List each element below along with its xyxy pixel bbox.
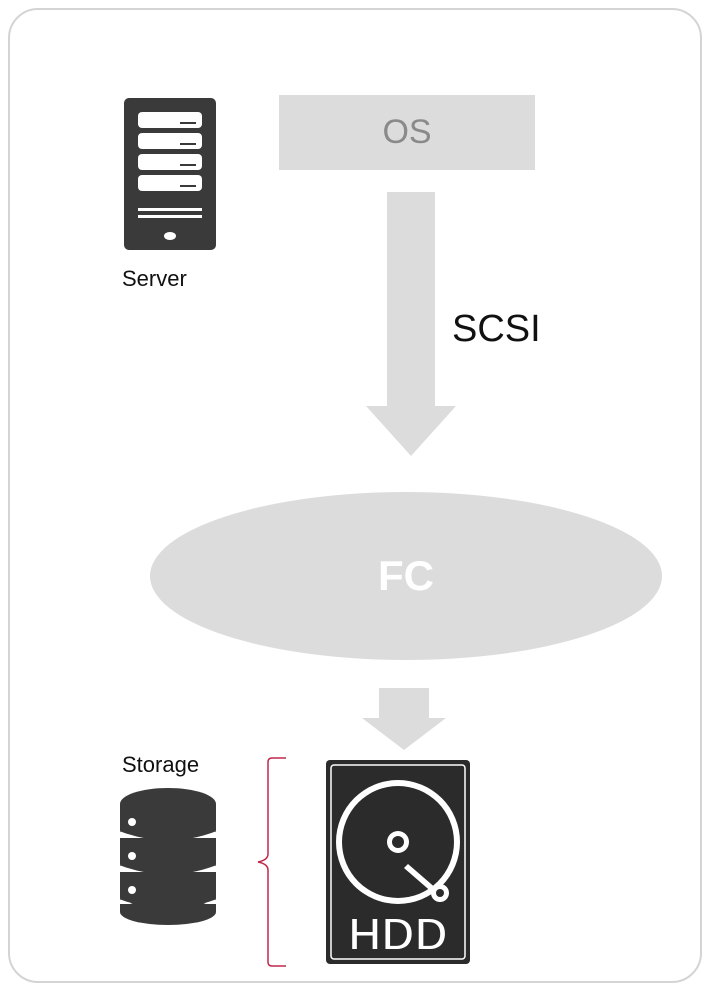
os-label: OS — [382, 113, 432, 151]
arrow-down-icon — [366, 192, 456, 456]
fc-network-ellipse: FC — [150, 492, 662, 660]
bracket-icon — [257, 757, 286, 967]
arrow-down-small-icon — [362, 688, 446, 750]
database-stack-icon — [119, 788, 217, 925]
server-label: Server — [122, 266, 187, 291]
hdd-label: HDD — [348, 908, 448, 960]
scsi-label: SCSI — [452, 308, 541, 350]
fc-label: FC — [378, 552, 434, 599]
server-icon — [124, 98, 216, 250]
os-box: OS — [279, 95, 535, 170]
hard-disk-icon: HDD — [326, 760, 470, 964]
storage-label: Storage — [122, 752, 200, 777]
